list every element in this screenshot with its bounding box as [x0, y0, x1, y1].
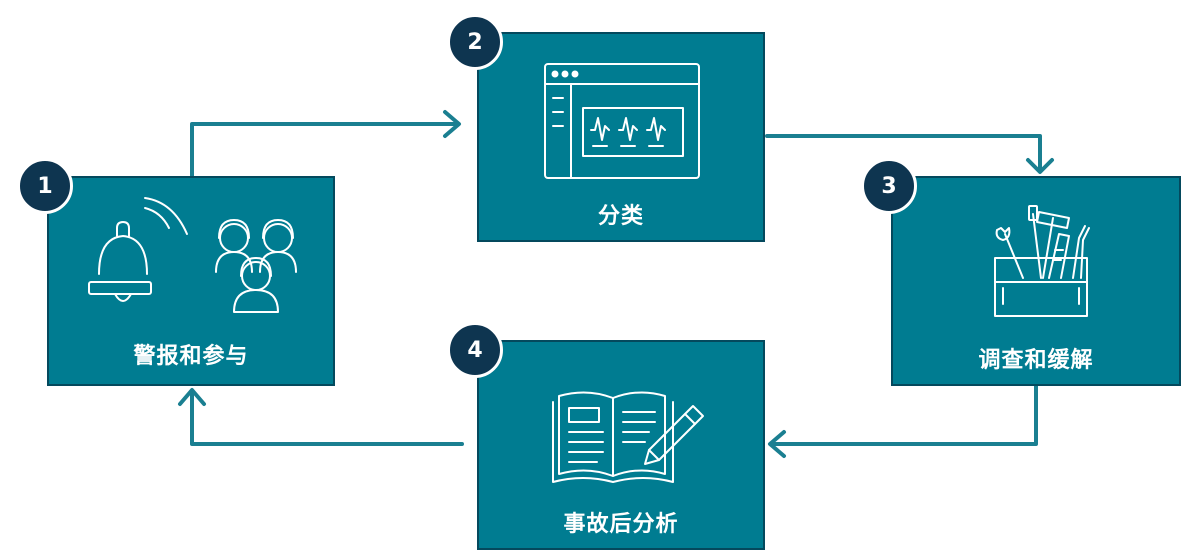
step-3-badge: 3: [861, 158, 917, 214]
arrowhead-4-to-1: [180, 390, 204, 404]
step-2-label: 分类: [597, 204, 644, 229]
step-1-box: 警报和参与: [47, 176, 335, 386]
arrowhead-2-to-3: [1028, 160, 1052, 172]
step-2-box: 分类: [477, 32, 765, 242]
step-4-badge: 4: [447, 322, 503, 378]
step-2-badge: 2: [447, 14, 503, 70]
monitor-waveform-icon: [479, 34, 767, 244]
connector-1-to-2: [192, 124, 457, 176]
connector-4-to-1: [192, 392, 462, 444]
connector-3-to-4: [772, 386, 1036, 444]
step-1-badge: 1: [17, 158, 73, 214]
open-book-pencil-icon: [479, 342, 767, 552]
toolbox-icon: [893, 178, 1183, 388]
step-4-box: 事故后分析: [477, 340, 765, 550]
step-1-label: 警报和参与: [133, 344, 249, 369]
connector-2-to-3: [767, 136, 1040, 170]
bell-and-responders-icon: [49, 178, 337, 388]
arrowhead-1-to-2: [445, 112, 459, 136]
step-3-box: 调查和缓解: [891, 176, 1181, 386]
step-3-label: 调查和缓解: [978, 348, 1094, 373]
step-4-label: 事故后分析: [563, 512, 679, 537]
arrowhead-3-to-4: [770, 432, 784, 456]
